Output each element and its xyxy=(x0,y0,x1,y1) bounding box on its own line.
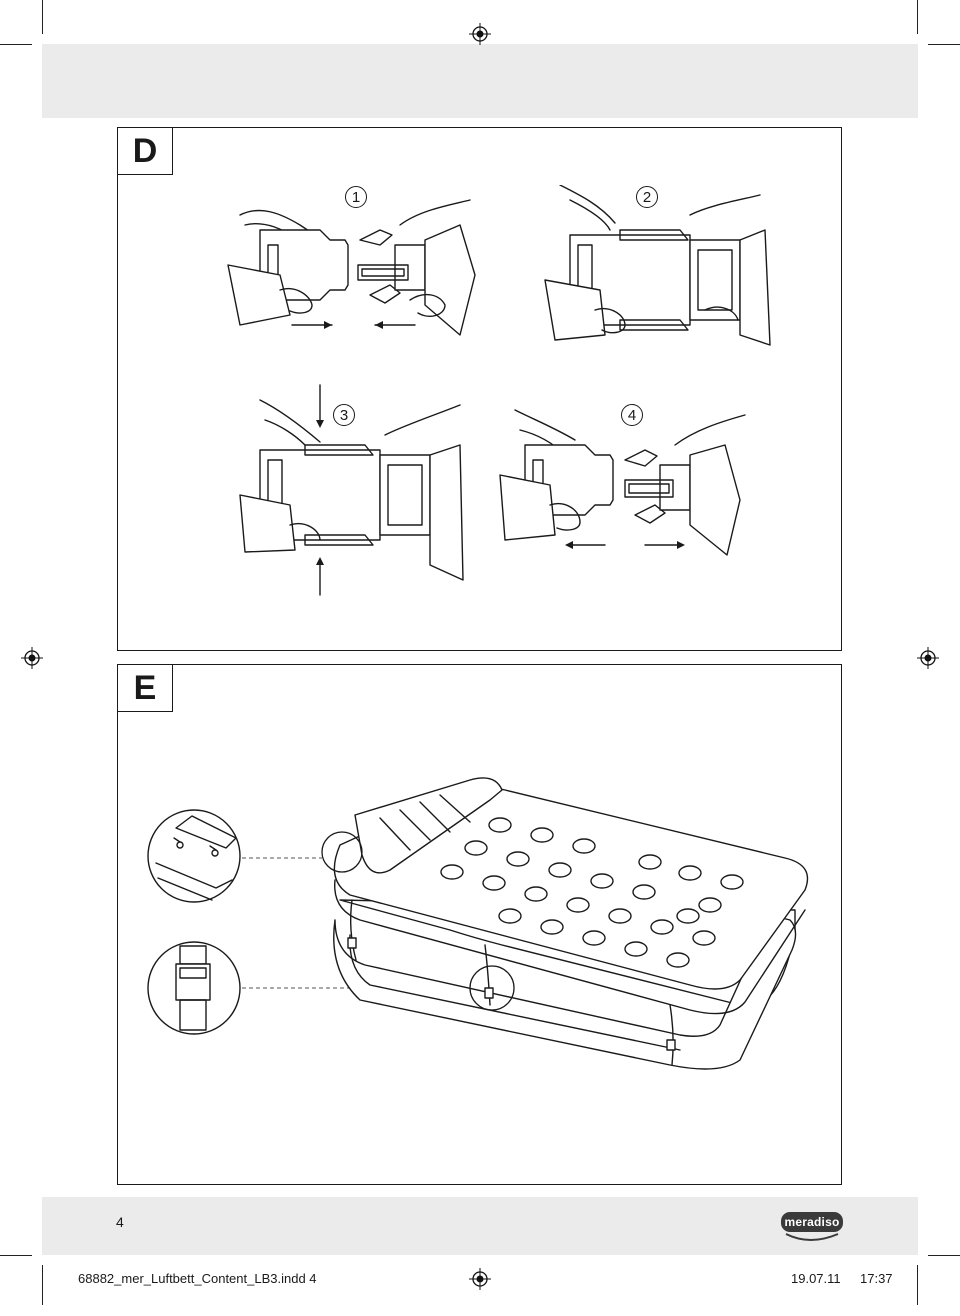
crop-mark xyxy=(917,0,918,34)
buckle-step-1-illustration xyxy=(227,199,476,336)
air-bed-illustration xyxy=(242,777,809,1070)
footer-date: 19.07.11 xyxy=(791,1271,841,1286)
registration-mark-icon xyxy=(21,647,43,669)
buckle-step-4-illustration xyxy=(499,409,746,556)
detail-buckle-illustration xyxy=(147,941,241,1035)
step-number-3: 3 xyxy=(333,404,355,426)
registration-mark-icon xyxy=(469,23,491,45)
buckle-step-3-illustration xyxy=(239,384,464,596)
crop-mark xyxy=(928,44,960,45)
crop-mark xyxy=(928,1255,960,1256)
header-band xyxy=(42,44,918,118)
meradiso-logo: meradiso xyxy=(780,1206,844,1242)
registration-mark-icon xyxy=(469,1268,491,1290)
buckle-step-2-illustration xyxy=(544,185,771,346)
panel-d xyxy=(117,127,842,651)
crop-mark xyxy=(917,1265,918,1305)
step-number-4: 4 xyxy=(621,404,643,426)
crop-mark xyxy=(0,1255,32,1256)
footer-band xyxy=(42,1197,918,1255)
step-number-1: 1 xyxy=(345,186,367,208)
page-number: 4 xyxy=(116,1214,124,1230)
step-number-2: 2 xyxy=(636,186,658,208)
logo-text: meradiso xyxy=(784,1215,840,1229)
panel-d-label: D xyxy=(117,127,173,175)
detail-clip-illustration xyxy=(147,809,241,903)
footer-filename: 68882_mer_Luftbett_Content_LB3.indd 4 xyxy=(78,1271,317,1286)
crop-mark xyxy=(42,0,43,34)
registration-mark-icon xyxy=(917,647,939,669)
crop-mark xyxy=(0,44,32,45)
logo-shape-icon xyxy=(781,1212,843,1241)
panel-e-label: E xyxy=(117,664,173,712)
footer-time: 17:37 xyxy=(860,1271,893,1286)
crop-mark xyxy=(42,1265,43,1305)
